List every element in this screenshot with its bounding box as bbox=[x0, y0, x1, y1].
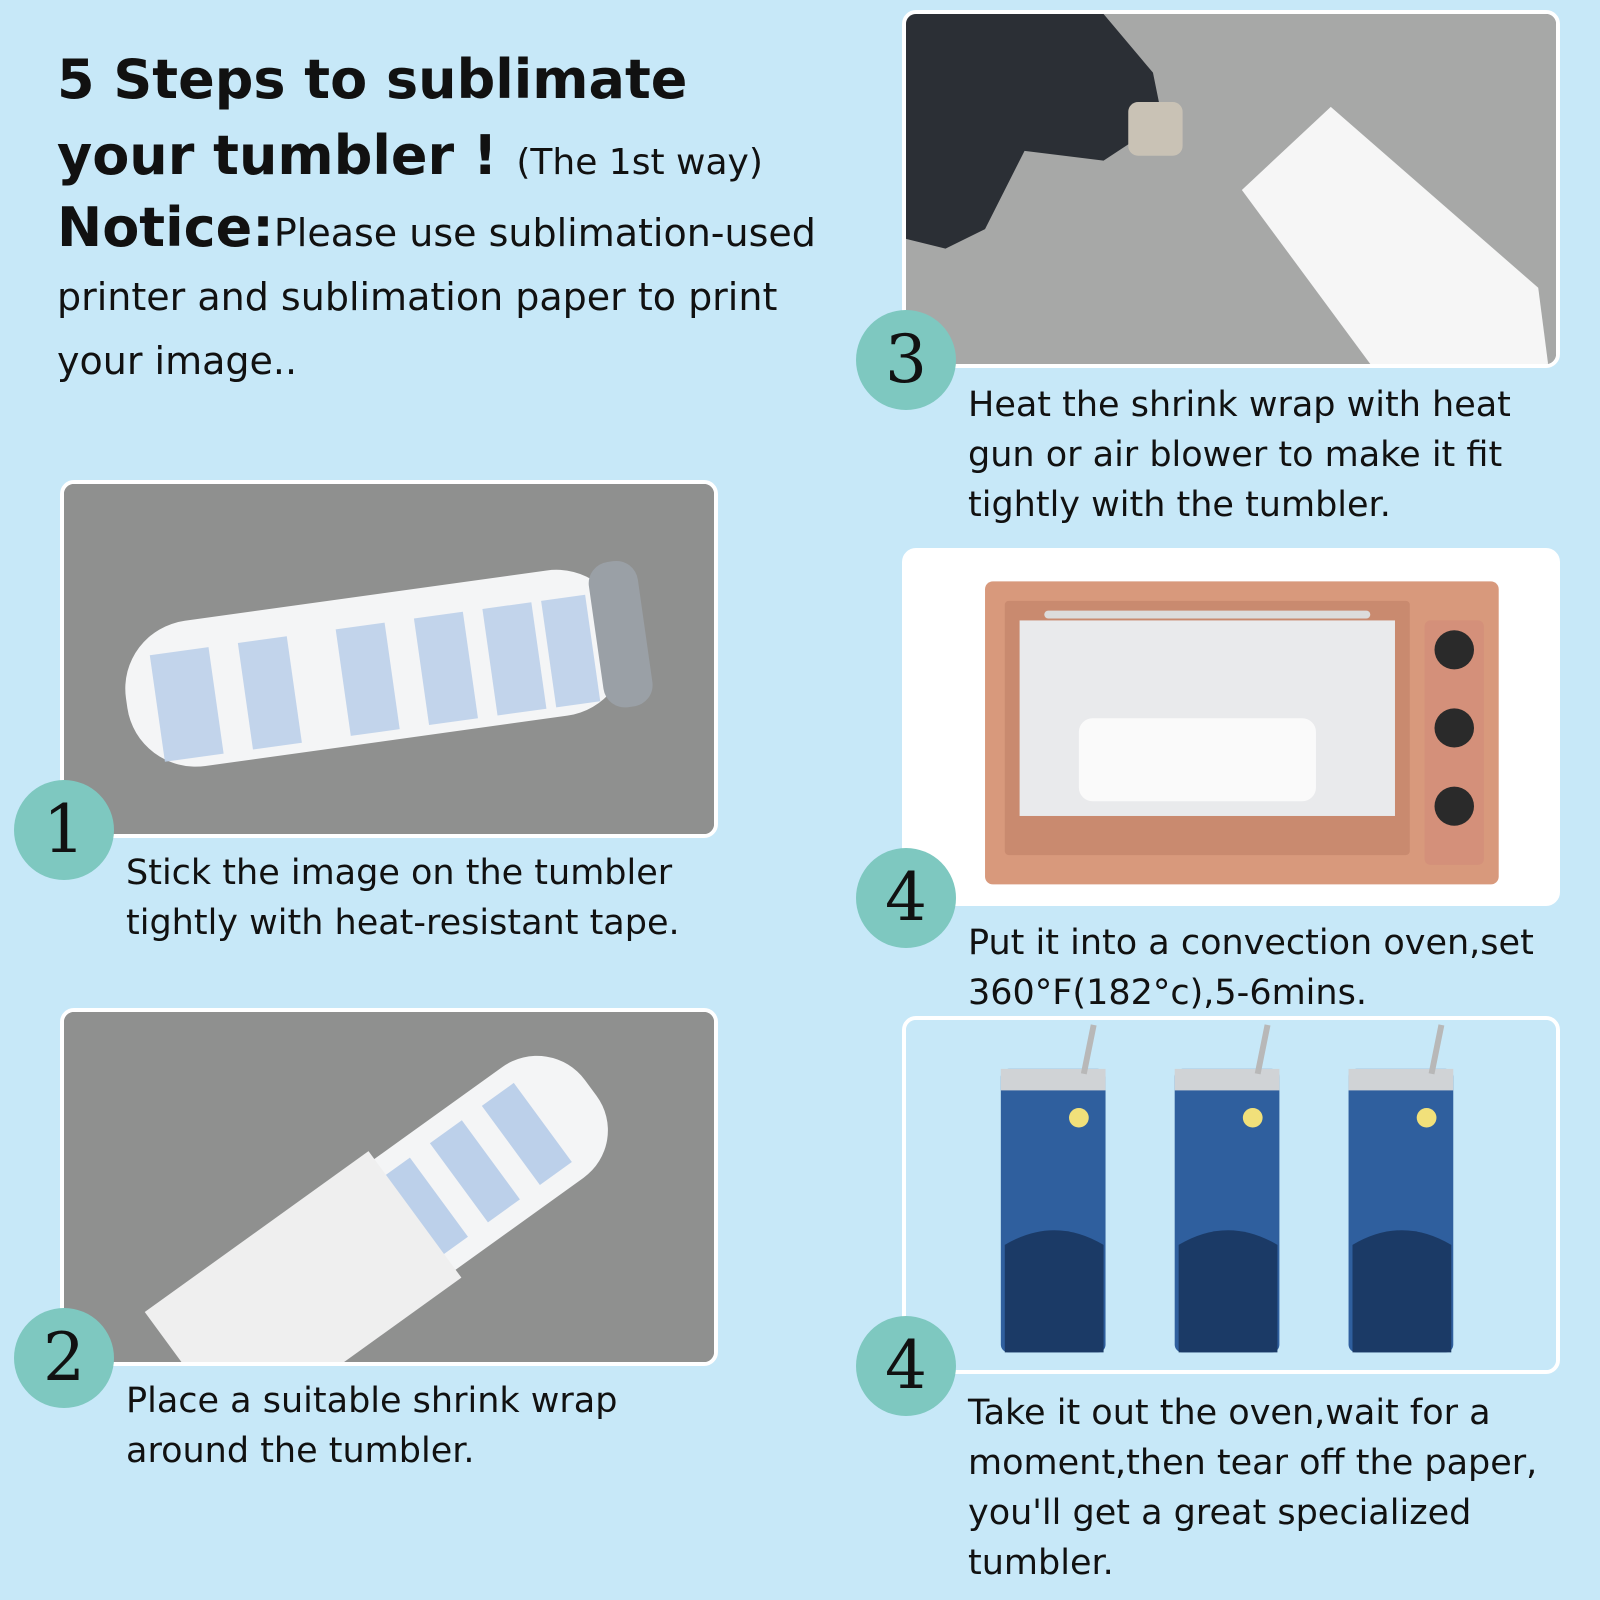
notice-text: Please use sublimation-used printer and … bbox=[57, 211, 816, 383]
oven-illustration bbox=[906, 552, 1556, 902]
step-5-badge: 4 bbox=[856, 1316, 956, 1416]
tumbler-taped-illustration bbox=[64, 484, 714, 834]
step-3-caption: Heat the shrink wrap with heat gun or ai… bbox=[968, 385, 1511, 525]
step-4-caption: Put it into a convection oven,set 360°F(… bbox=[968, 923, 1534, 1013]
shrink-wrap-illustration bbox=[64, 1012, 714, 1362]
finished-tumblers-illustration bbox=[906, 1020, 1556, 1370]
step-1-photo bbox=[60, 480, 718, 838]
step-3-badge: 3 bbox=[856, 310, 956, 410]
step-3-photo bbox=[902, 10, 1560, 368]
heat-gun-illustration bbox=[906, 14, 1556, 364]
step-2-caption: Place a suitable shrink wrap around the … bbox=[126, 1381, 618, 1471]
step-5-caption: Take it out the oven,wait for a moment,t… bbox=[968, 1393, 1538, 1583]
step-2-badge: 2 bbox=[14, 1308, 114, 1408]
title-main: 5 Steps to sublimate your tumbler ! bbox=[57, 48, 688, 187]
step-2-photo bbox=[60, 1008, 718, 1366]
step-1-caption: Stick the image on the tumbler tightly w… bbox=[126, 853, 680, 943]
title-sub: (The 1st way) bbox=[516, 142, 763, 183]
notice: Notice:Please use sublimation-used print… bbox=[57, 196, 847, 393]
page-title: 5 Steps to sublimate your tumbler ! (The… bbox=[57, 42, 837, 201]
step-5-photo bbox=[902, 1016, 1560, 1374]
step-4-badge: 4 bbox=[856, 848, 956, 948]
step-1-badge: 1 bbox=[14, 780, 114, 880]
notice-label: Notice: bbox=[57, 196, 274, 259]
step-4-photo bbox=[902, 548, 1560, 906]
